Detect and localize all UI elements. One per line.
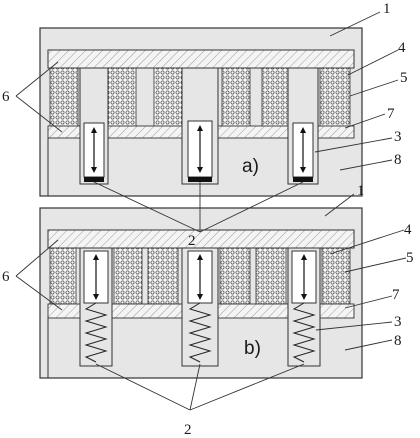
panel-tag-b: b) <box>244 338 261 359</box>
callout-b-coil: 6 <box>2 269 10 285</box>
panel-b <box>39 207 363 379</box>
spring-b-3 <box>292 302 316 363</box>
callout-b-frame: 1 <box>357 183 365 199</box>
callouts-a: 1 4 5 7 3 8 6 2 a) <box>2 1 408 249</box>
spring-a-3 <box>293 177 313 182</box>
winding-b-4 <box>219 247 251 305</box>
winding-a-3 <box>153 67 183 127</box>
mid-plate-b-4 <box>319 303 355 319</box>
mid-plate-a-4 <box>317 125 355 139</box>
callout-a-winding: 5 <box>400 70 408 86</box>
spring-a-1 <box>84 177 104 182</box>
callout-a-spring: 2 <box>188 233 196 249</box>
spring-b-2 <box>188 302 212 363</box>
callout-b-body: 8 <box>394 333 402 349</box>
callout-b-winding: 5 <box>406 250 414 266</box>
callout-a-yoke: 4 <box>398 40 406 56</box>
panel-a <box>39 27 363 197</box>
mid-plate-a-3 <box>217 125 289 139</box>
panel-tag-a: a) <box>242 156 259 177</box>
winding-b-1 <box>49 247 77 305</box>
callout-b-piston: 3 <box>394 314 402 330</box>
spring-b-1 <box>84 302 108 363</box>
callout-a-piston: 3 <box>394 129 402 145</box>
callout-a-coil: 6 <box>2 89 10 105</box>
mid-plate-b-2 <box>111 303 183 319</box>
winding-b-6 <box>321 247 351 305</box>
top-plate-a <box>47 49 355 69</box>
winding-a-2 <box>107 67 137 127</box>
leader-lines <box>15 11 407 411</box>
callout-a-plate: 7 <box>387 106 395 122</box>
winding-b-5 <box>255 247 287 305</box>
mid-plate-a-2 <box>107 125 183 139</box>
winding-a-4 <box>221 67 251 127</box>
winding-a-6 <box>319 67 351 127</box>
spring-a-2 <box>188 177 212 182</box>
winding-b-3 <box>147 247 179 305</box>
winding-a-1 <box>49 67 79 127</box>
winding-b-2 <box>113 247 143 305</box>
callout-a-frame: 1 <box>383 1 391 17</box>
callout-b-plate: 7 <box>392 287 400 303</box>
callout-b-yoke: 4 <box>404 222 412 238</box>
mid-plate-b-3 <box>217 303 289 319</box>
callouts-b: 1 4 5 7 3 8 6 2 b) <box>2 183 414 438</box>
mid-plate-a-1 <box>47 125 81 139</box>
mid-plate-b-1 <box>47 303 81 319</box>
callout-b-spring: 2 <box>184 422 192 438</box>
callout-a-body: 8 <box>394 152 402 168</box>
top-plate-b <box>47 229 355 249</box>
winding-a-5 <box>261 67 289 127</box>
